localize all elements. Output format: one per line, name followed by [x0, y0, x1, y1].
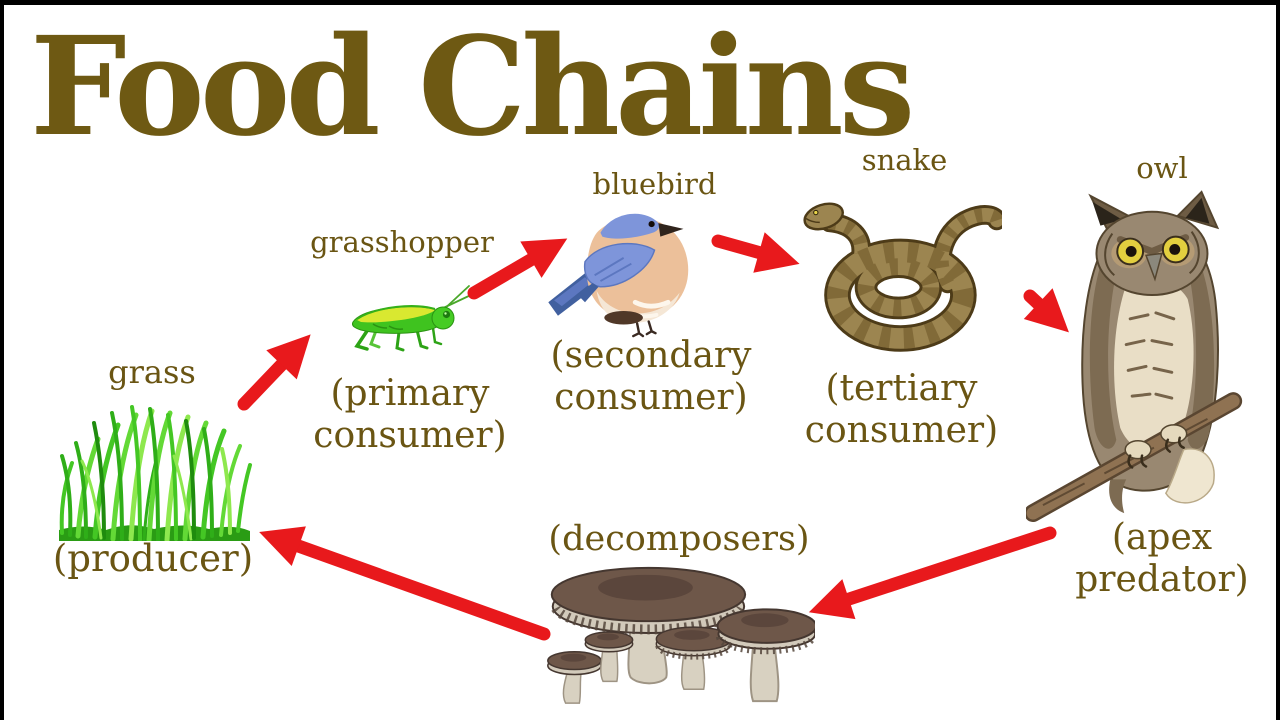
bluebird-icon [548, 213, 689, 338]
grasshopper-role-label: (primary consumer) [313, 373, 507, 456]
snake-role-label: (tertiary consumer) [804, 368, 999, 451]
snake-icon [803, 202, 1002, 352]
grasshopper-label: grasshopper [310, 225, 494, 259]
arrow-bluebird-to-snake [711, 232, 800, 273]
page-title: Food Chains [30, 7, 915, 167]
bluebird-role-label: (secondary consumer) [550, 335, 752, 418]
arrow-grass-to-grasshopper [237, 334, 311, 411]
food-chain-arrows [237, 232, 1069, 641]
owl-icon [1026, 190, 1243, 522]
arrow-owl-to-mushrooms [808, 526, 1057, 620]
mushrooms-icon [547, 566, 815, 704]
snake-label: snake [861, 143, 948, 177]
owl-role-label: (apex predator) [1075, 517, 1249, 600]
grasshopper-icon [352, 285, 474, 352]
arrow-mushrooms-to-grass [259, 526, 551, 641]
mushrooms-role-label: (decomposers) [548, 519, 810, 559]
arrow-grasshopper-to-bluebird [467, 238, 568, 300]
bluebird-label: bluebird [592, 167, 717, 201]
grass-role-label: (producer) [52, 537, 254, 580]
owl-label: owl [1136, 151, 1188, 185]
arrow-snake-to-owl [1023, 288, 1069, 333]
grass-icon [59, 405, 252, 541]
grass-label: grass [108, 353, 196, 391]
